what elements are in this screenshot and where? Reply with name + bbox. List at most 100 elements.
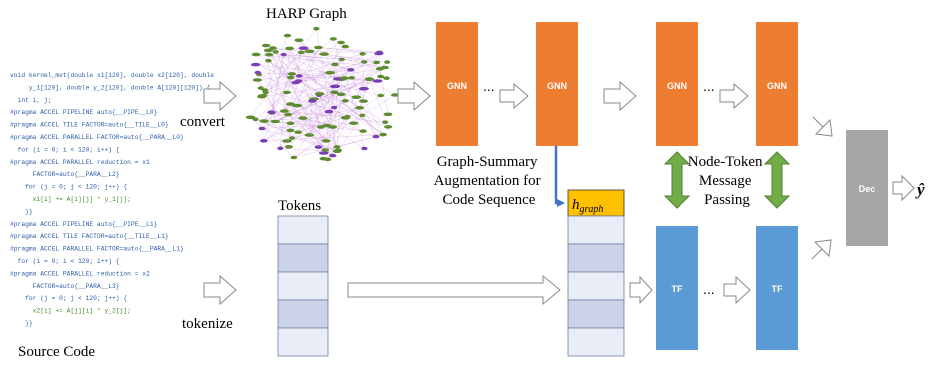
graph-node — [288, 136, 296, 140]
token-cell — [567, 327, 625, 357]
graph-node — [291, 80, 300, 85]
graph-node — [287, 75, 295, 80]
graph-node — [358, 86, 369, 91]
gnn-block: GNN — [536, 22, 578, 146]
code-line: FACTOR=auto{__PARA__L3} — [10, 283, 120, 290]
graph-edge — [250, 117, 295, 158]
tf-ellipsis: ... — [703, 281, 715, 297]
token-cell — [567, 215, 625, 245]
graph-node — [374, 51, 384, 56]
graph-edge — [268, 50, 333, 156]
graph-node — [258, 126, 266, 131]
graph-node — [344, 114, 351, 119]
graph-edge — [290, 107, 360, 124]
svg-text:hgraph: hgraph — [572, 197, 603, 215]
graph-node — [272, 50, 279, 54]
graph-node — [349, 121, 359, 125]
tf-block: TF — [656, 226, 698, 350]
code-line: x2[i] += A[j][i] * y_2[j]; — [10, 308, 131, 315]
graph-edge — [326, 92, 335, 141]
code-line: void kernel_mvt(double x1[120], double x… — [10, 72, 214, 79]
graph-node — [377, 74, 385, 79]
graph-edge — [313, 98, 346, 118]
graph-edge — [312, 100, 330, 112]
graph-edge — [261, 128, 339, 151]
token-cell — [277, 271, 329, 301]
graph-node — [361, 146, 368, 151]
svg-text:GNN: GNN — [767, 81, 787, 91]
graph-node — [285, 46, 294, 51]
graph-node — [263, 48, 274, 53]
convert-arrow — [203, 80, 237, 112]
code-line: for (j = 0; j < 120; j++) { — [10, 295, 127, 302]
graph-edge — [265, 52, 302, 93]
message-passing-arrow-right — [763, 151, 791, 209]
graph-node — [377, 93, 385, 98]
graph-edge — [264, 89, 389, 128]
graph-node — [329, 153, 337, 158]
svg-text:Dec: Dec — [859, 184, 876, 194]
graph-edge — [287, 114, 327, 142]
token-column-input — [277, 215, 329, 357]
graph-edge — [271, 73, 293, 114]
graph-edge — [263, 92, 287, 122]
graph-edge — [340, 42, 381, 77]
code-line: #pragma ACCEL PARALLEL FACTOR=auto{__PAR… — [10, 246, 184, 253]
graph-node — [304, 133, 315, 137]
graph-node — [359, 113, 366, 118]
graph-node — [298, 46, 309, 50]
graph-node — [351, 95, 362, 99]
graph-node — [257, 94, 266, 99]
graph-node — [360, 60, 368, 64]
graph-node — [294, 130, 302, 134]
graph-node — [318, 151, 329, 155]
graph-node — [257, 86, 264, 90]
graph-edge — [268, 54, 289, 115]
graph-edge — [297, 69, 351, 106]
graph-edge — [255, 54, 324, 159]
graph-node — [334, 148, 343, 153]
graph-node — [270, 119, 281, 124]
graph-node — [333, 145, 341, 149]
svg-text:GNN: GNN — [447, 81, 467, 91]
graph-node — [324, 109, 334, 114]
graph-edge — [265, 61, 365, 93]
graph-node — [297, 50, 305, 55]
graph-to-gnn-arrow — [397, 80, 431, 112]
code-line: FACTOR=auto{__PARA__L2} — [10, 171, 120, 178]
code-line: #pragma ACCEL PARALLEL reduction = x1 — [10, 159, 150, 166]
graph-edge — [309, 100, 313, 136]
convert-label: convert — [180, 114, 226, 130]
graph-edge — [290, 103, 338, 152]
code-line: for (j = 0; j < 120; j++) { — [10, 184, 127, 191]
token-cell — [567, 271, 625, 301]
graph-node — [321, 148, 329, 152]
graph-edge — [368, 61, 388, 80]
graph-node — [298, 116, 308, 120]
graph-node — [314, 45, 323, 50]
graph-node — [287, 72, 297, 76]
graph-edge — [359, 79, 369, 108]
graph-edge — [293, 95, 381, 158]
graph-edge — [326, 125, 365, 149]
gnn-to-gnn-arrow — [603, 80, 637, 112]
graph-node — [319, 156, 328, 161]
graph-edge — [298, 107, 360, 133]
graph-node — [384, 125, 393, 129]
harp-graph-title: HARP Graph — [266, 6, 347, 22]
graph-edge — [261, 123, 354, 129]
svg-text:GNN: GNN — [667, 81, 687, 91]
graph-edge — [290, 47, 319, 124]
graph-node — [264, 52, 274, 57]
graph-edge — [369, 79, 389, 127]
graph-node — [294, 38, 304, 42]
graph-edge — [324, 53, 377, 63]
code-line: #pragma ACCEL PIPELINE auto{__PIPE__L0} — [10, 109, 158, 116]
harp-graph-picture — [245, 26, 400, 162]
graph-node — [265, 58, 272, 63]
graph-edge — [272, 47, 333, 128]
graph-node — [245, 115, 256, 120]
source-code-label: Source Code — [18, 344, 95, 360]
graph-node — [313, 26, 320, 31]
dec-to-output-arrow — [892, 174, 915, 202]
